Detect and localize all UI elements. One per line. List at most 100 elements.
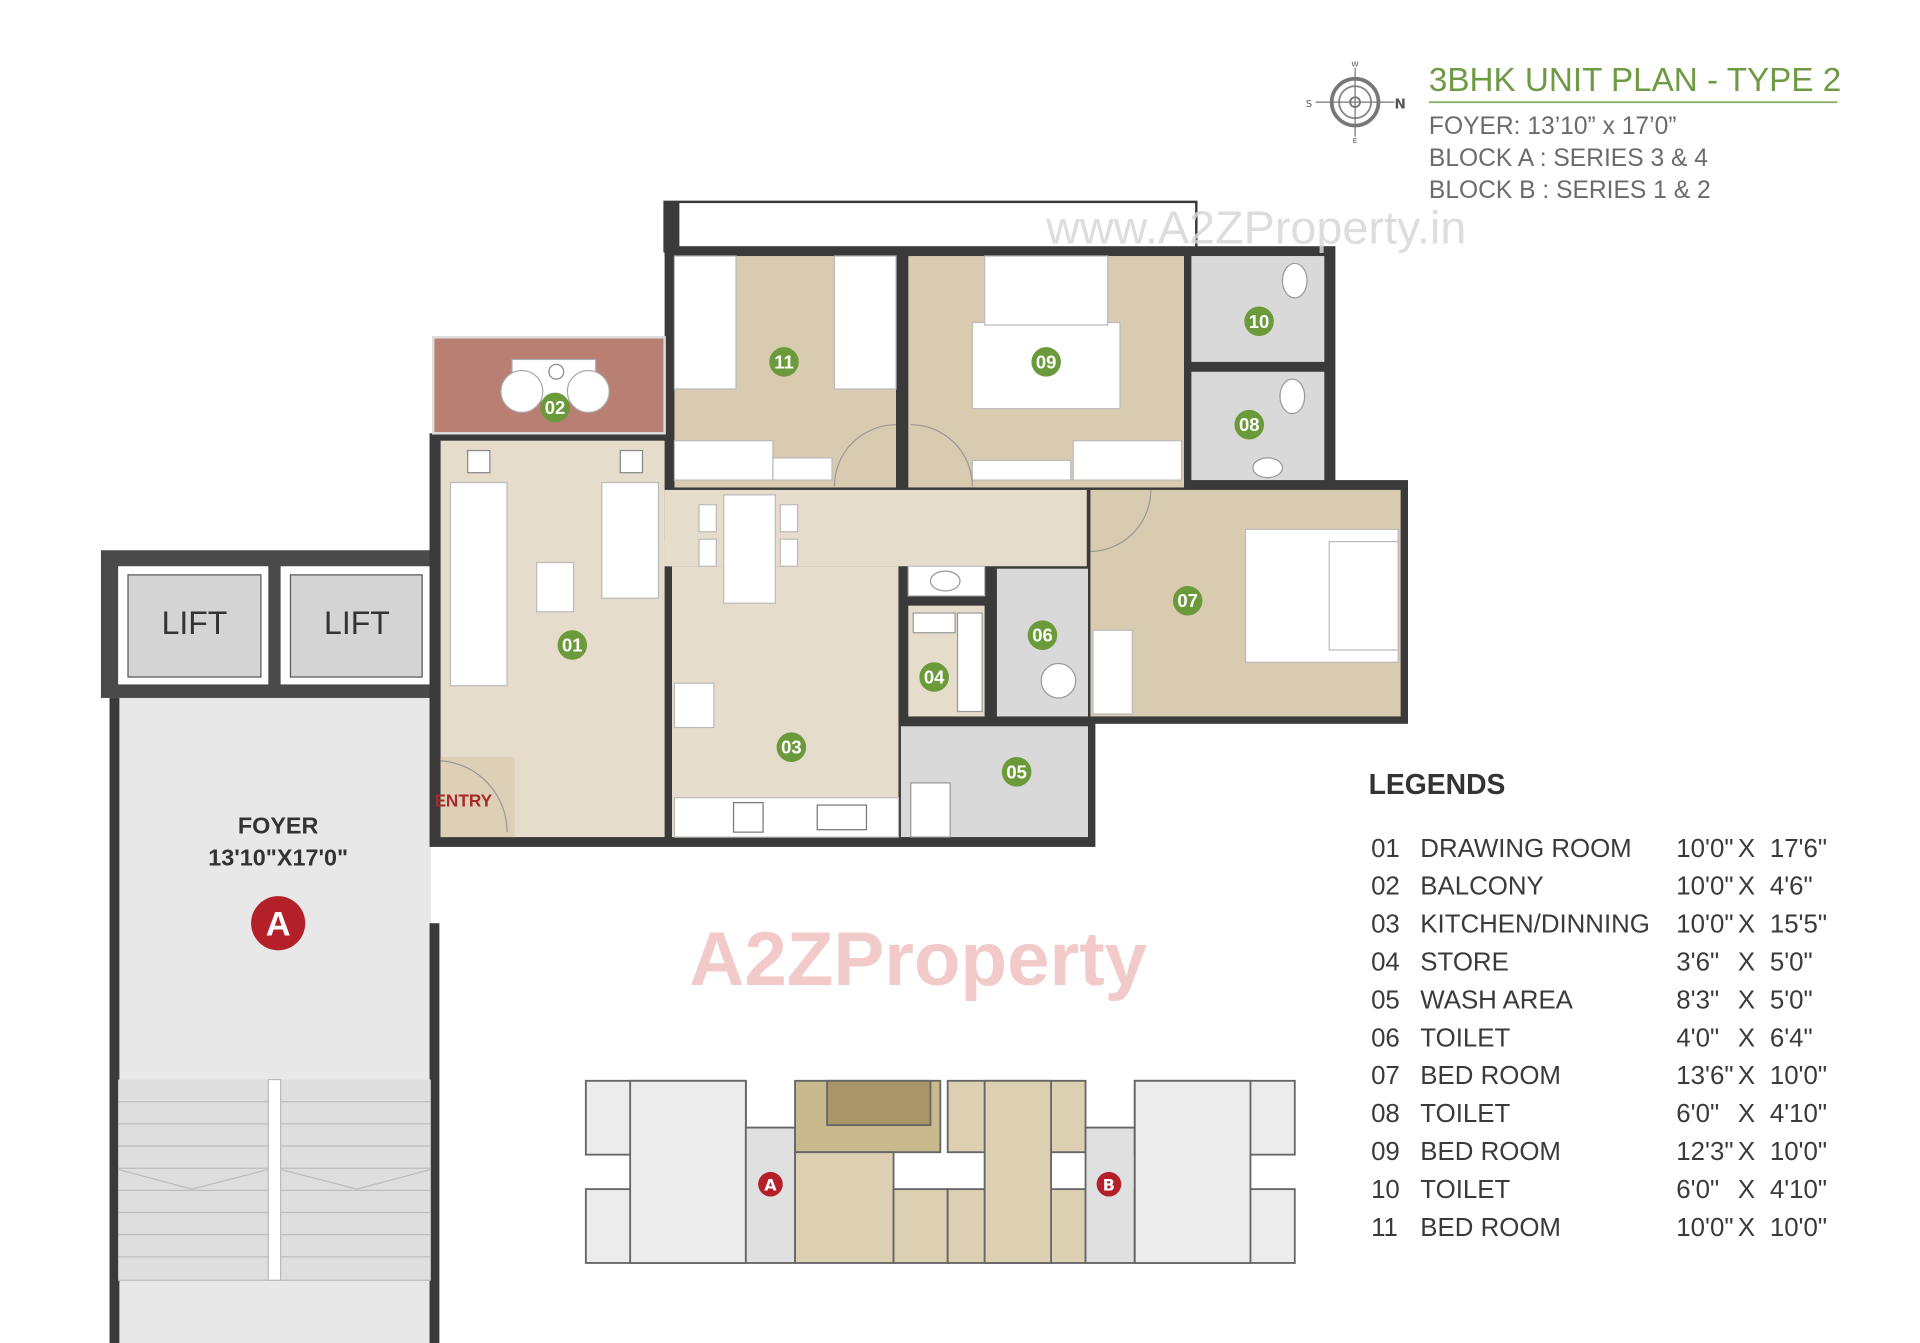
legend-w: 10'0" xyxy=(1676,873,1733,901)
svg-text:08: 08 xyxy=(1239,414,1260,435)
compass-n: N xyxy=(1394,96,1405,112)
legend-name: TOILET xyxy=(1420,1100,1510,1128)
legend-name: DRAWING ROOM xyxy=(1420,835,1631,863)
plan-title: 3BHK UNIT PLAN - TYPE 2 xyxy=(1429,62,1841,99)
legend-w: 10'0" xyxy=(1676,835,1733,863)
block-a-letter: A xyxy=(266,906,291,944)
legend-h: 4'6" xyxy=(1770,873,1813,901)
legend-row: 10 TOILET 6'0" X 4'10" xyxy=(1371,1176,1827,1204)
legend-row: 04 STORE 3'6" X 5'0" xyxy=(1371,949,1813,977)
key-plan-block-a xyxy=(758,1171,783,1197)
legend-h: 15'5" xyxy=(1770,911,1827,939)
room-marker-02: 02 xyxy=(540,392,570,423)
legend-row: 05 WASH AREA 8'3" X 5'0" xyxy=(1371,986,1813,1014)
legend-no: 09 xyxy=(1371,1138,1400,1166)
room-marker-10: 10 xyxy=(1244,306,1274,337)
room-marker-03: 03 xyxy=(776,732,807,762)
legend-no: 07 xyxy=(1371,1062,1400,1090)
svg-text:01: 01 xyxy=(562,635,583,656)
svg-text:06: 06 xyxy=(1032,625,1053,646)
legend-h: 6'4" xyxy=(1770,1024,1813,1052)
svg-text:11: 11 xyxy=(774,351,794,372)
legend-name: WASH AREA xyxy=(1420,986,1573,1014)
entry-label: ENTRY xyxy=(434,790,492,810)
legends-heading: LEGENDS xyxy=(1369,768,1506,800)
compass-e: E xyxy=(1353,136,1358,145)
compass-w: W xyxy=(1351,59,1359,68)
legend-name: KITCHEN/DINNING xyxy=(1420,911,1650,939)
legend-x: X xyxy=(1738,1024,1755,1052)
room-marker-09: 09 xyxy=(1031,347,1061,377)
legend-no: 10 xyxy=(1371,1176,1400,1204)
legend-x: X xyxy=(1738,835,1755,863)
legend-row: 03 KITCHEN/DINNING 10'0"X 15'5" xyxy=(1371,911,1827,939)
legend-x: X xyxy=(1738,949,1755,977)
block-a-info: BLOCK A : SERIES 3 & 4 xyxy=(1429,145,1708,172)
legend-h: 17'6" xyxy=(1770,835,1827,863)
legend-w: 6'0" xyxy=(1676,1176,1719,1204)
legend-name: STORE xyxy=(1420,949,1509,977)
lift-left-label: LIFT xyxy=(162,605,228,641)
legend-h: 5'0" xyxy=(1770,986,1813,1014)
legend-x: X xyxy=(1738,911,1755,939)
legend-w: 10'0" xyxy=(1676,1214,1733,1242)
legend-name: BED ROOM xyxy=(1420,1062,1561,1090)
foyer-label: FOYER xyxy=(238,812,319,838)
staircase xyxy=(117,1078,431,1281)
legend-x: X xyxy=(1738,986,1755,1014)
svg-text:10: 10 xyxy=(1249,311,1270,332)
svg-text:03: 03 xyxy=(781,737,802,758)
foyer-info: FOYER: 13’10” x 17’0” xyxy=(1429,113,1677,140)
legend-name: TOILET xyxy=(1420,1176,1510,1204)
key-plan-block-b-label: B xyxy=(1103,1175,1115,1194)
svg-text:05: 05 xyxy=(1006,761,1027,782)
legend-name: BED ROOM xyxy=(1420,1214,1561,1242)
legend-w: 10'0" xyxy=(1676,911,1733,939)
legend-h: 10'0" xyxy=(1770,1214,1827,1242)
legend-no: 03 xyxy=(1371,911,1400,939)
legend-h: 10'0" xyxy=(1770,1138,1827,1166)
legend-h: 4'10" xyxy=(1770,1176,1827,1204)
room-marker-06: 06 xyxy=(1027,620,1058,650)
compass-s: S xyxy=(1306,99,1312,110)
legend-name: TOILET xyxy=(1420,1024,1510,1052)
legend-h: 5'0" xyxy=(1770,949,1813,977)
legend-x: X xyxy=(1738,1176,1755,1204)
key-plan xyxy=(584,1079,1296,1264)
legend-w: 4'0" xyxy=(1676,1024,1719,1052)
key-plan-block-b xyxy=(1096,1171,1122,1197)
legend-no: 06 xyxy=(1371,1024,1400,1052)
legend-no: 11 xyxy=(1371,1214,1398,1242)
block-b-info: BLOCK B : SERIES 1 & 2 xyxy=(1429,177,1711,204)
legend-x: X xyxy=(1738,1062,1755,1090)
watermark-logo: A2ZProperty xyxy=(689,917,1147,1002)
legend-x: X xyxy=(1738,1138,1755,1166)
room-marker-11: 11 xyxy=(769,347,799,377)
foyer-size: 13'10"X17'0" xyxy=(208,844,348,870)
legend-w: 6'0" xyxy=(1676,1100,1719,1128)
svg-text:04: 04 xyxy=(924,667,945,688)
room-marker-05: 05 xyxy=(1001,757,1032,787)
legend-x: X xyxy=(1738,873,1755,901)
block-a-marker xyxy=(251,896,306,951)
legend-h: 4'10" xyxy=(1770,1100,1827,1128)
watermark-url: www.A2ZProperty.in xyxy=(1045,202,1466,254)
lift-right-label: LIFT xyxy=(324,605,390,641)
legend-no: 05 xyxy=(1371,986,1400,1014)
legend-name: BALCONY xyxy=(1420,873,1543,901)
legend-w: 8'3" xyxy=(1676,986,1719,1014)
legend-no: 01 xyxy=(1371,835,1400,863)
legend-no: 04 xyxy=(1371,949,1400,977)
legend-w: 3'6" xyxy=(1676,949,1719,977)
compass-icon: N S W E xyxy=(1306,59,1406,144)
legend-w: 13'6" xyxy=(1676,1062,1733,1090)
room-marker-04: 04 xyxy=(919,662,949,692)
legend-row: 06 TOILET 4'0" X 6'4" xyxy=(1371,1024,1813,1052)
